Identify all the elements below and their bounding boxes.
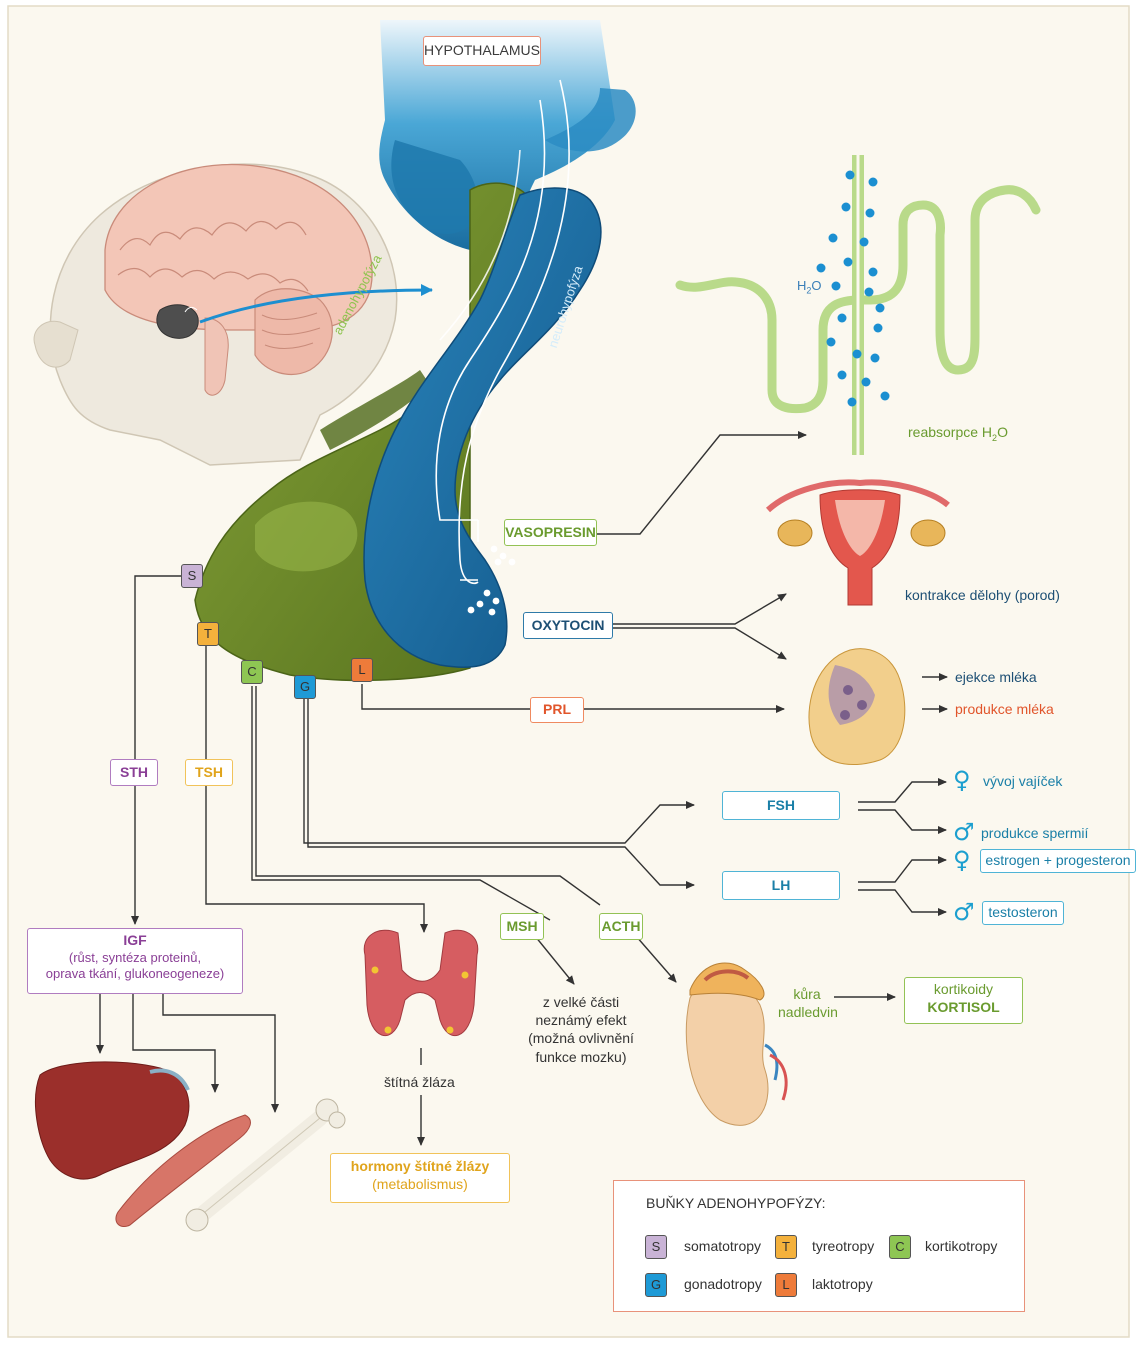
cell-s-box: S <box>181 564 203 588</box>
legend-l-box: L <box>775 1273 797 1297</box>
legend-s-name: somatotropy <box>684 1238 761 1255</box>
reabsorpce-label: reabsorpce H2O <box>908 424 1008 444</box>
stitna-zlaza-label: štítná žláza <box>384 1074 455 1091</box>
legend-c-name: kortikotropy <box>925 1238 997 1255</box>
legend-s-box: S <box>645 1235 667 1259</box>
vyvoj-label: vývoj vajíček <box>983 773 1062 790</box>
kortisol-text: KORTISOL <box>905 999 1022 1017</box>
msh-effect-text: z velké části neznámý efekt (možná ovliv… <box>516 993 646 1066</box>
kortikoidy-box: kortikoidy KORTISOL <box>904 977 1023 1024</box>
hormony-box: hormony štítné žlázy (metabolismus) <box>330 1153 510 1203</box>
legend-l-name: laktotropy <box>812 1276 873 1293</box>
msh-label: MSH <box>500 913 544 940</box>
legend-c-box: C <box>889 1235 911 1259</box>
kortikoidy-text: kortikoidy <box>905 981 1022 999</box>
lh-label: LH <box>722 871 840 900</box>
vasopresin-label: VASOPRESIN <box>504 519 597 546</box>
legend-g-box: G <box>645 1273 667 1297</box>
kura-nadledvin-label: kůra nadledvin <box>778 985 836 1021</box>
cell-c-box: C <box>241 660 263 684</box>
legend-t-box: T <box>775 1235 797 1259</box>
ejekce-label: ejekce mléka <box>955 669 1037 686</box>
estrogen-label: estrogen + progesteron <box>980 849 1136 873</box>
legend-t-name: tyreotropy <box>812 1238 874 1255</box>
igf-title: IGF <box>28 932 242 950</box>
acth-label: ACTH <box>599 913 643 940</box>
female-symbol-2: ♀ <box>953 848 971 872</box>
cell-t-box: T <box>197 622 219 646</box>
hypothalamus-label: HYPOTHALAMUS <box>423 36 541 66</box>
produkce-mleka-label: produkce mléka <box>955 701 1054 718</box>
kontrakce-label: kontrakce dělohy (porod) <box>905 587 1060 604</box>
cell-l-box: L <box>351 658 373 682</box>
igf-line-1: (růst, syntéza proteinů, <box>28 950 242 966</box>
fsh-label: FSH <box>722 791 840 820</box>
igf-line-2: oprava tkání, glukoneogeneze) <box>28 966 242 982</box>
h2o-label: H2O <box>797 278 822 296</box>
prl-label: PRL <box>530 697 584 723</box>
female-symbol-1: ♀ <box>953 768 971 792</box>
legend-box: BUŇKY ADENOHYPOFÝZY: S somatotropy T tyr… <box>613 1180 1025 1312</box>
legend-g-name: gonadotropy <box>684 1276 762 1293</box>
hormony-sub: (metabolismus) <box>331 1176 509 1194</box>
male-symbol-2: ♂ <box>953 900 975 924</box>
sth-label: STH <box>110 759 158 786</box>
male-symbol-1: ♂ <box>953 820 975 844</box>
hormony-title: hormony štítné žlázy <box>331 1158 509 1176</box>
oxytocin-label: OXYTOCIN <box>523 612 613 639</box>
tsh-label: TSH <box>185 759 233 786</box>
igf-box: IGF (růst, syntéza proteinů, oprava tkán… <box>27 928 243 994</box>
legend-title: BUŇKY ADENOHYPOFÝZY: <box>646 1195 825 1212</box>
spermie-label: produkce spermií <box>981 825 1088 842</box>
testosteron-label: testosteron <box>982 901 1064 925</box>
cell-g-box: G <box>294 675 316 699</box>
